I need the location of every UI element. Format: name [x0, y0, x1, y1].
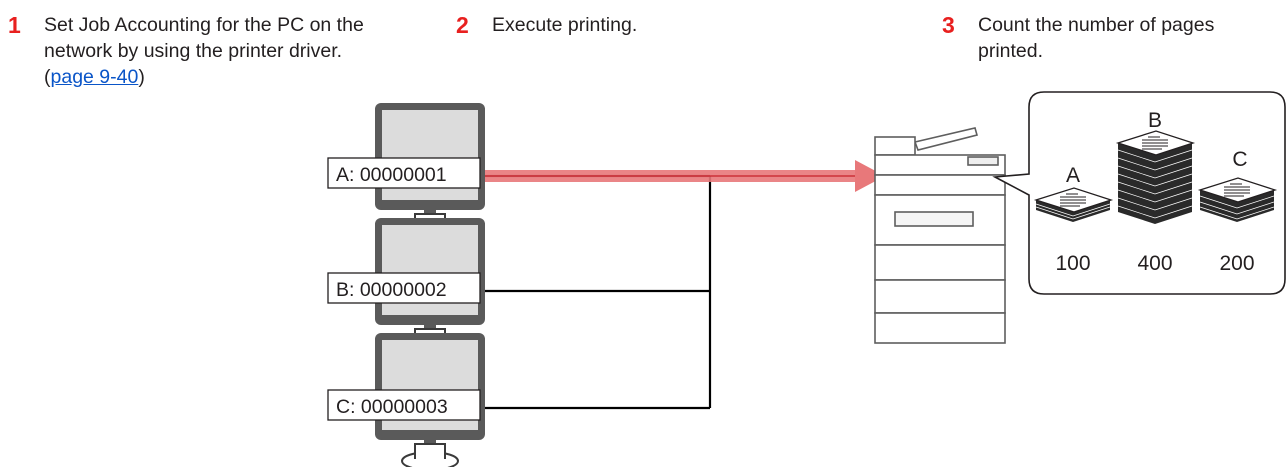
step-text: Execute printing. — [492, 14, 638, 36]
step-text: Set Job Accounting for the PC on the net… — [44, 12, 394, 90]
stack-label-c: C — [1232, 148, 1247, 171]
pc-label: C: 00000003 — [336, 396, 448, 418]
paper-stack-c — [1199, 177, 1276, 222]
computer-b: B: 00000002 — [327, 217, 486, 356]
step-3: 3 Count the number of pages printed. — [934, 12, 1238, 64]
step-number: 3 — [942, 12, 955, 38]
stack-label-a: A — [1066, 164, 1080, 187]
step-1: 1 Set Job Accounting for the PC on the n… — [0, 12, 394, 90]
paper-stack-a — [1035, 187, 1112, 222]
page-link[interactable]: page 9-40 — [50, 66, 139, 88]
page-count-a: 100 — [1055, 252, 1090, 275]
step-1-text: Set Job Accounting for the PC on the net… — [44, 14, 364, 88]
step-1-text-end: ) — [138, 66, 145, 88]
step-text: Count the number of pages printed. — [978, 14, 1215, 62]
print-job-arrow — [480, 160, 885, 192]
computer-a: A: 00000001 — [327, 102, 486, 241]
stack-label-b: B — [1148, 109, 1162, 132]
step-2: 2 Execute printing. — [448, 12, 637, 38]
pc-label: B: 00000002 — [336, 279, 447, 301]
pc-label-box — [327, 389, 481, 421]
computer-c: C: 00000003 — [327, 332, 486, 467]
page-count-c: 200 — [1219, 252, 1254, 275]
pc-label: A: 00000001 — [336, 164, 447, 186]
page-count-b: 400 — [1137, 252, 1172, 275]
printer-icon — [874, 127, 1006, 344]
step-number: 1 — [8, 12, 21, 38]
pc-label-box — [327, 157, 481, 189]
step-number: 2 — [456, 12, 469, 38]
pc-label-box — [327, 272, 481, 304]
paper-stack-b — [1117, 130, 1194, 224]
